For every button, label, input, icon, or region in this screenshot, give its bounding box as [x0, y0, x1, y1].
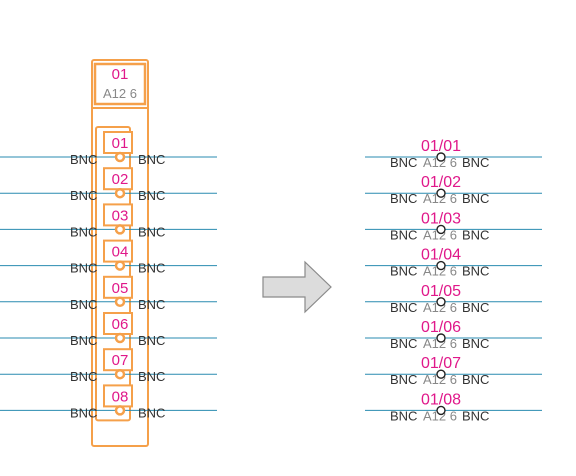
connector-label-left: BNC: [390, 155, 417, 170]
connector-label-right: BNC: [138, 261, 165, 276]
connector-label-left: BNC: [70, 224, 97, 239]
terminal-point: [114, 260, 126, 271]
connector-label-left: BNC: [390, 336, 417, 351]
connector-label-right: BNC: [138, 188, 165, 203]
connector-label-right: BNC: [462, 336, 489, 351]
terminal-sublabel: A12 6: [423, 155, 457, 170]
connector-label-left: BNC: [70, 152, 97, 167]
terminal-sublabel: A12 6: [423, 408, 457, 423]
connector-label-right: BNC: [462, 372, 489, 387]
terminal-label: 01/08: [421, 391, 461, 408]
connector-label-left: BNC: [70, 261, 97, 276]
terminal-point: [114, 368, 126, 380]
connector-label-left: BNC: [390, 408, 417, 423]
connector-label-left: BNC: [70, 405, 97, 420]
terminal-label: 02: [112, 171, 129, 188]
terminal-label: 01/01: [421, 138, 461, 155]
terminal-label: 05: [112, 280, 129, 297]
terminal-point: [436, 405, 446, 416]
terminal-point: [436, 260, 446, 271]
terminal-label: 03: [112, 207, 129, 224]
connector-label-right: BNC: [138, 405, 165, 420]
connector-label-left: BNC: [390, 372, 417, 387]
terminal-label: 01/02: [421, 174, 461, 191]
terminal-point: [436, 333, 446, 343]
terminal-strip-outline[interactable]: [91, 59, 149, 447]
terminal-point: [114, 332, 126, 344]
connector-label-left: BNC: [390, 191, 417, 206]
terminal-point: [436, 369, 446, 379]
terminal-sublabel: A12 6: [423, 372, 457, 387]
terminal-label: 01/06: [421, 319, 461, 336]
connector-label-left: BNC: [70, 297, 97, 312]
terminal-point: [114, 187, 126, 199]
connector-label-right: BNC: [138, 369, 165, 384]
connector-label-left: BNC: [70, 188, 97, 203]
terminal-point: [436, 224, 446, 235]
terminal-label: 08: [112, 388, 129, 405]
connector-label-right: BNC: [138, 333, 165, 348]
terminal-point: [114, 151, 126, 163]
connector-label-left: BNC: [390, 264, 417, 279]
connector-label-right: BNC: [462, 155, 489, 170]
terminal-label: 01/05: [421, 283, 461, 300]
terminal-strip-header[interactable]: [93, 62, 147, 106]
connector-label-left: BNC: [390, 227, 417, 242]
terminal-label: 06: [112, 316, 129, 333]
connector-label-right: BNC: [138, 297, 165, 312]
connector-label-left: BNC: [70, 369, 97, 384]
connector-label-left: BNC: [70, 333, 97, 348]
terminal-sublabel: A12 6: [423, 264, 457, 279]
connector-label-right: BNC: [462, 264, 489, 279]
strip-header-sublabel: A12 6: [103, 86, 137, 101]
terminal-label: 01/07: [421, 355, 461, 372]
terminal-label: 01/04: [421, 247, 461, 264]
terminal-point: [114, 224, 126, 235]
terminal-point: [436, 152, 446, 162]
connector-label-left: BNC: [390, 300, 417, 315]
terminal-point: [114, 296, 126, 308]
connector-label-right: BNC: [462, 227, 489, 242]
terminal-sublabel: A12 6: [423, 227, 457, 242]
connector-label-right: BNC: [138, 224, 165, 239]
terminal-sublabel: A12 6: [423, 336, 457, 351]
terminal-point: [436, 188, 446, 198]
strip-header-label: 01: [112, 66, 129, 83]
terminal-label: 07: [112, 352, 129, 369]
terminal-label: 01: [112, 135, 129, 152]
terminal-column-outline: [95, 126, 131, 422]
terminal-point: [436, 297, 446, 307]
terminal-sublabel: A12 6: [423, 300, 457, 315]
connector-label-right: BNC: [138, 152, 165, 167]
connector-label-right: BNC: [462, 408, 489, 423]
terminal-label: 04: [112, 244, 129, 261]
right-arrow-icon: [262, 260, 332, 314]
terminal-point: [114, 405, 126, 416]
terminal-sublabel: A12 6: [423, 191, 457, 206]
connector-label-right: BNC: [462, 300, 489, 315]
connector-label-right: BNC: [462, 191, 489, 206]
terminal-label: 01/03: [421, 210, 461, 227]
